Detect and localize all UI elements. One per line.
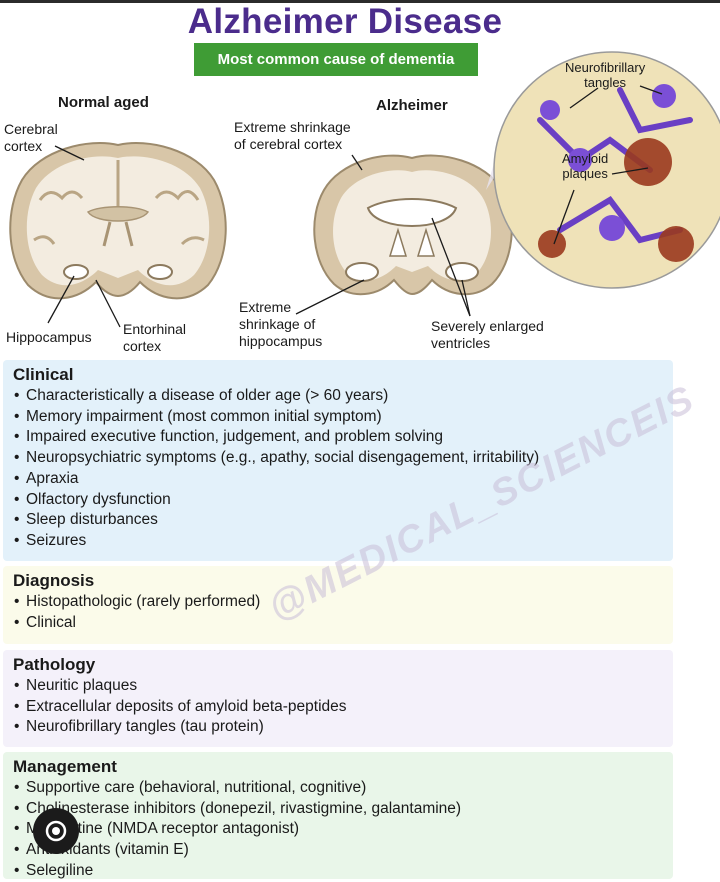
label-extreme-shrinkage-hippocampus: Extreme shrinkage of hippocampus [239,299,323,349]
list-item: Neuritic plaques [13,676,673,697]
list-item: Antioxidants (vitamin E) [13,840,673,861]
management-heading: Management [13,757,117,776]
label-extreme-shrinkage-cortex: Extreme shrinkage of cerebral cortex [234,119,351,152]
list-item: Impaired executive function, judgement, … [13,427,673,448]
clinical-list: Characteristically a disease of older ag… [13,386,673,552]
label-enlarged-ventricles: Severely enlarged ventricles [431,318,544,351]
list-item: Seizures [13,531,673,552]
list-item: Extracellular deposits of amyloid beta-p… [13,697,673,718]
list-item: Selegiline [13,861,673,882]
diagnosis-section: Diagnosis Histopathologic (rarely perfor… [3,566,673,644]
clinical-section: Clinical Characteristically a disease of… [3,360,673,561]
subtitle-banner: Most common cause of dementia [194,43,478,76]
microscopy-inset [494,52,720,288]
list-item: Cholinesterase inhibitors (donepezil, ri… [13,799,673,820]
label-amyloid-plaques: Amyloid plaques [562,151,609,181]
camera-icon [45,820,67,842]
diagnosis-heading: Diagnosis [13,571,95,590]
clinical-heading: Clinical [13,365,74,384]
label-cerebral-cortex: Cerebral cortex [4,121,58,154]
list-item: Sleep disturbances [13,510,673,531]
label-hippocampus: Hippocampus [6,329,92,345]
list-item: Histopathologic (rarely performed) [13,592,673,613]
list-item: Apraxia [13,469,673,490]
list-item: Supportive care (behavioral, nutritional… [13,778,673,799]
alzheimer-heading: Alzheimer [376,97,448,114]
label-entorhinal-cortex: Entorhinal cortex [123,321,187,354]
list-item: Memantine (NMDA receptor antagonist) [13,819,673,840]
brain-illustration [9,51,720,328]
top-bar [0,0,720,3]
normal-brain-drawing [9,142,227,300]
alzheimer-brain-drawing [313,154,513,296]
camera-button[interactable] [33,808,79,854]
list-item: Memory impairment (most common initial s… [13,407,673,428]
diagnosis-list: Histopathologic (rarely performed) Clini… [13,592,673,633]
management-list: Supportive care (behavioral, nutritional… [13,778,673,882]
list-item: Characteristically a disease of older ag… [13,386,673,407]
list-item: Olfactory dysfunction [13,490,673,511]
pathology-list: Neuritic plaques Extracellular deposits … [13,676,673,738]
page-title: Alzheimer Disease [187,2,503,41]
list-item: Neurofibrillary tangles (tau protein) [13,717,673,738]
pathology-heading: Pathology [13,655,96,674]
pathology-section: Pathology Neuritic plaques Extracellular… [3,650,673,747]
label-neurofibrillary-tangles: Neurofibrillary tangles [565,60,646,90]
list-item: Clinical [13,613,673,634]
normal-aged-heading: Normal aged [58,94,149,111]
list-item: Neuropsychiatric symptoms (e.g., apathy,… [13,448,673,469]
management-section: Management Supportive care (behavioral, … [3,752,673,882]
